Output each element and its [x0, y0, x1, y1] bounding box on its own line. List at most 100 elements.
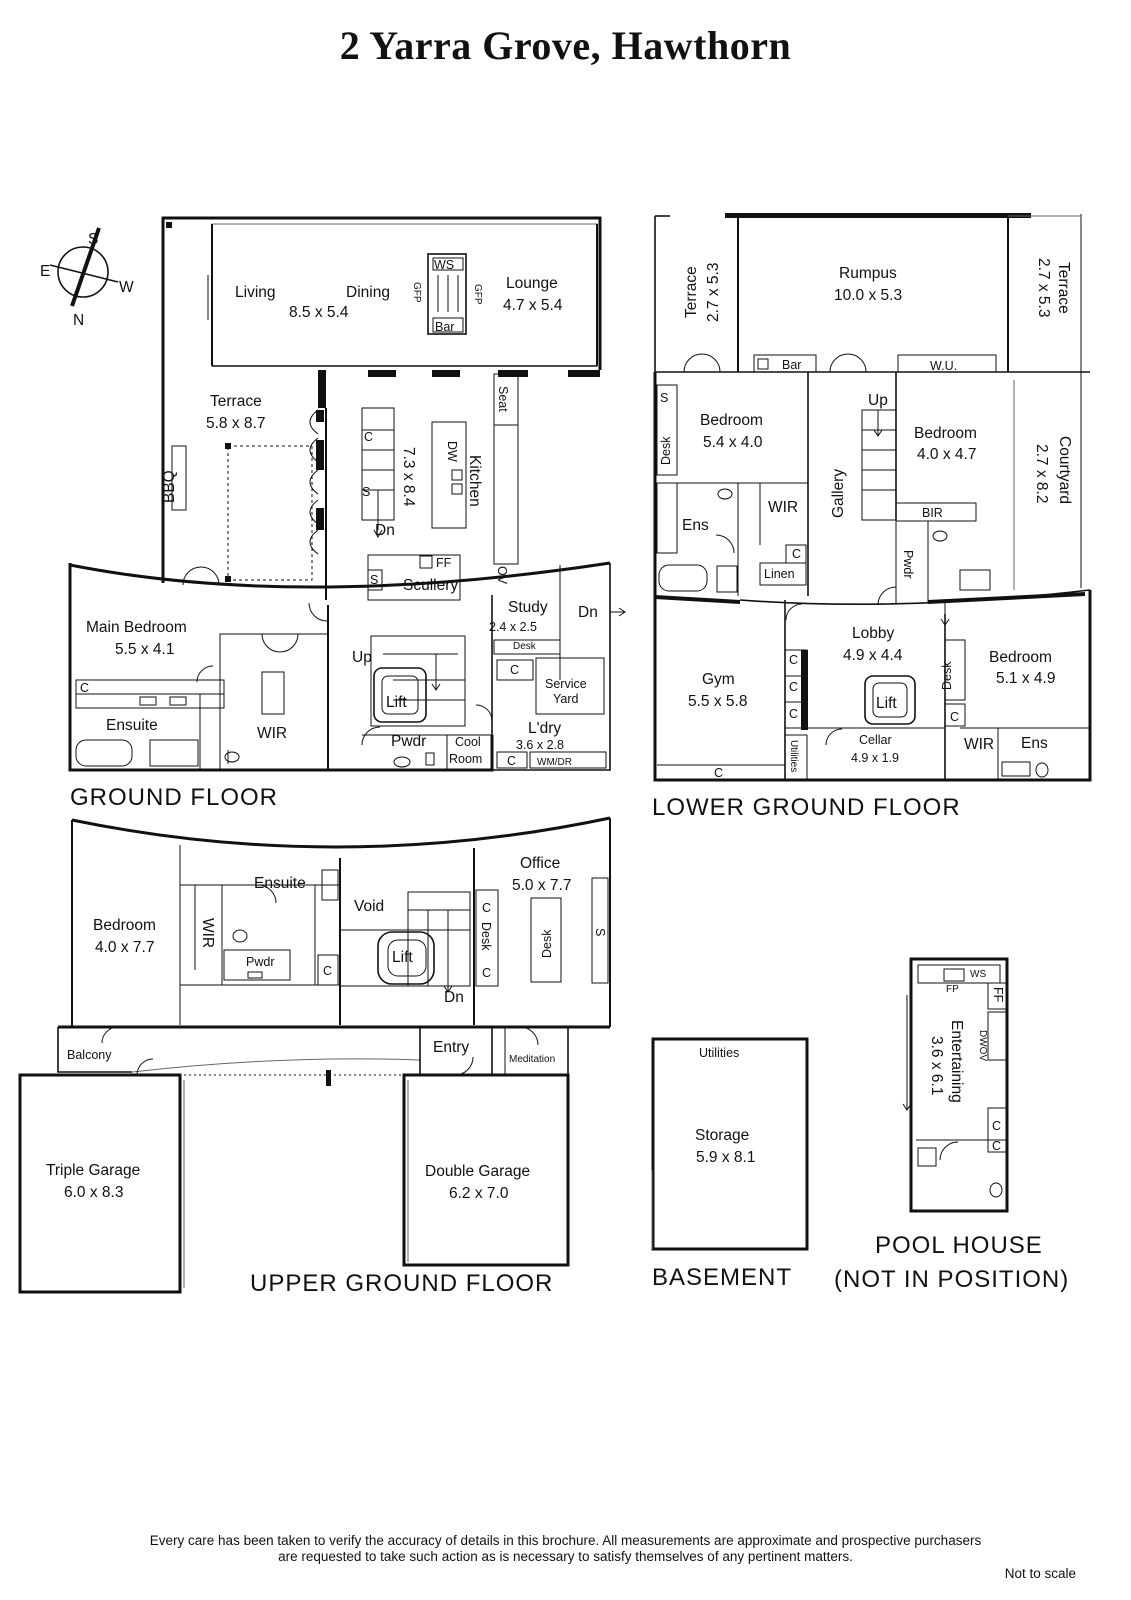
room-storage-dim: 5.9 x 8.1 [696, 1149, 755, 1166]
room-wir-upper: WIR [199, 918, 216, 948]
room-linen: Linen [764, 567, 795, 581]
room-office-dim: 5.0 x 7.7 [512, 877, 571, 894]
room-bedroom-1-dim: 5.4 x 4.0 [703, 434, 763, 451]
room-terrace-dim: 5.8 x 8.7 [206, 415, 265, 432]
lift-upper: Lift [392, 949, 413, 966]
stair-dn-service: Dn [578, 604, 598, 621]
room-void: Void [354, 898, 384, 915]
label-upper-ground-floor: UPPER GROUND FLOOR [250, 1270, 553, 1297]
compass-north: N [73, 312, 84, 329]
room-study-dim: 2.4 x 2.5 [489, 620, 537, 634]
basement-plan [651, 1037, 809, 1251]
fixture-desk-bed3: Desk [940, 661, 954, 690]
room-lobby: Lobby [852, 625, 894, 642]
fixture-wu: W.U. [930, 359, 957, 373]
fixture-desk-office-small: Desk [479, 922, 493, 951]
room-main-bedroom: Main Bedroom [86, 619, 187, 636]
disclaimer-line-2: are requested to take such action as is … [278, 1549, 853, 1564]
room-triple-garage-dim: 6.0 x 8.3 [64, 1184, 123, 1201]
fixture-s-scullery: S [370, 573, 378, 587]
room-bir: BIR [922, 506, 943, 520]
compass-rose: S E W N [40, 227, 134, 329]
fixture-seat: Seat [496, 386, 510, 412]
disclaimer: Every care has been taken to verify the … [0, 1533, 1131, 1565]
room-ens-bed3: Ens [1021, 735, 1048, 752]
fixture-dw: DW [445, 441, 459, 462]
stair-dn: Dn [375, 522, 395, 539]
room-kitchen: Kitchen [466, 455, 483, 507]
room-terrace-lower-left-dim: 2.7 x 5.3 [705, 263, 722, 322]
room-entertaining: Entertaining [948, 1020, 965, 1103]
room-terrace-lower-left: Terrace [683, 266, 700, 318]
room-bedroom-1: Bedroom [700, 412, 763, 429]
room-wir-bed3: WIR [964, 736, 994, 753]
room-entertaining-dim: 3.6 x 6.1 [928, 1036, 945, 1095]
room-lounge-dim: 4.7 x 5.4 [503, 297, 563, 314]
room-storage: Storage [695, 1127, 749, 1144]
room-living-dim: 8.5 x 5.4 [289, 304, 349, 321]
room-meditation: Meditation [509, 1054, 555, 1065]
room-cellar-dim: 4.9 x 1.9 [851, 751, 899, 765]
fixture-s-office: S [593, 928, 607, 936]
fixture-c-pool-2: C [992, 1139, 1001, 1153]
room-pwdr-lower: Pwdr [901, 550, 915, 578]
room-lobby-dim: 4.9 x 4.4 [843, 647, 903, 664]
fixture-s-bed1: S [660, 391, 668, 405]
fixture-c-gym-1: C [789, 653, 798, 667]
fixture-c-office-2: C [482, 966, 491, 980]
fixture-c-linen: C [792, 547, 801, 561]
room-ldry: L'dry [528, 720, 561, 737]
fixture-gfp-right: GFP [472, 284, 483, 305]
not-to-scale-note: Not to scale [1004, 1566, 1076, 1581]
room-entry: Entry [433, 1039, 469, 1056]
room-ensuite-upper: Ensuite [254, 875, 306, 892]
room-rumpus: Rumpus [839, 265, 897, 282]
fixture-c-office-1: C [482, 901, 491, 915]
stair-up-lower: Up [868, 392, 888, 409]
label-pool-house-not-in-position: (NOT IN POSITION) [834, 1266, 1069, 1293]
room-terrace-lower-right: Terrace [1055, 262, 1072, 314]
room-ens-bed1: Ens [682, 517, 709, 534]
fixture-ff-pool: FF [991, 987, 1005, 1003]
room-service: Service [545, 677, 587, 691]
fixture-desk-bed1: Desk [659, 436, 673, 465]
room-kitchen-dim: 7.3 x 8.4 [400, 447, 417, 507]
lift-ground: Lift [386, 694, 407, 711]
fixture-c-study: C [510, 663, 519, 677]
fixture-wmdr: WM/DR [537, 757, 572, 768]
fixture-desk-office: Desk [540, 929, 554, 958]
room-gym: Gym [702, 671, 735, 688]
room-gallery: Gallery [830, 469, 847, 518]
fixture-ov: OV [495, 566, 509, 585]
fixture-s-stair: S [362, 485, 370, 499]
room-bedroom-2-dim: 4.0 x 4.7 [917, 446, 976, 463]
room-cool: Cool [455, 735, 481, 749]
room-terrace: Terrace [210, 393, 262, 410]
room-courtyard: Courtyard [1056, 436, 1073, 504]
room-balcony: Balcony [67, 1048, 112, 1062]
room-cool-room: Room [449, 752, 482, 766]
room-living: Living [235, 284, 276, 301]
fixture-ws: WS [434, 258, 454, 272]
room-bedroom-3-dim: 5.1 x 4.9 [996, 670, 1055, 687]
room-dining: Dining [346, 284, 390, 301]
room-double-garage-dim: 6.2 x 7.0 [449, 1185, 509, 1202]
fixture-c-pool-1: C [992, 1119, 1001, 1133]
fixture-dwov-pool: DWOV [977, 1030, 988, 1061]
fixture-c-gym-2: C [789, 680, 798, 694]
room-lounge: Lounge [506, 275, 558, 292]
fixture-c-gym-3: C [789, 707, 798, 721]
room-utilities-lower: Utilities [788, 740, 799, 772]
fixture-bbq: BBQ [161, 470, 178, 503]
room-courtyard-dim: 2.7 x 8.2 [1033, 444, 1050, 503]
room-rumpus-dim: 10.0 x 5.3 [834, 287, 902, 304]
fixture-bar: Bar [435, 320, 454, 334]
room-main-bedroom-dim: 5.5 x 4.1 [115, 641, 174, 658]
room-cellar: Cellar [859, 733, 892, 747]
room-study: Study [508, 599, 548, 616]
lower-ground-floor-plan [653, 213, 1092, 782]
fixture-gfp-left: GFP [411, 282, 422, 303]
compass-south: S [88, 231, 98, 248]
room-ensuite-ground: Ensuite [106, 717, 158, 734]
